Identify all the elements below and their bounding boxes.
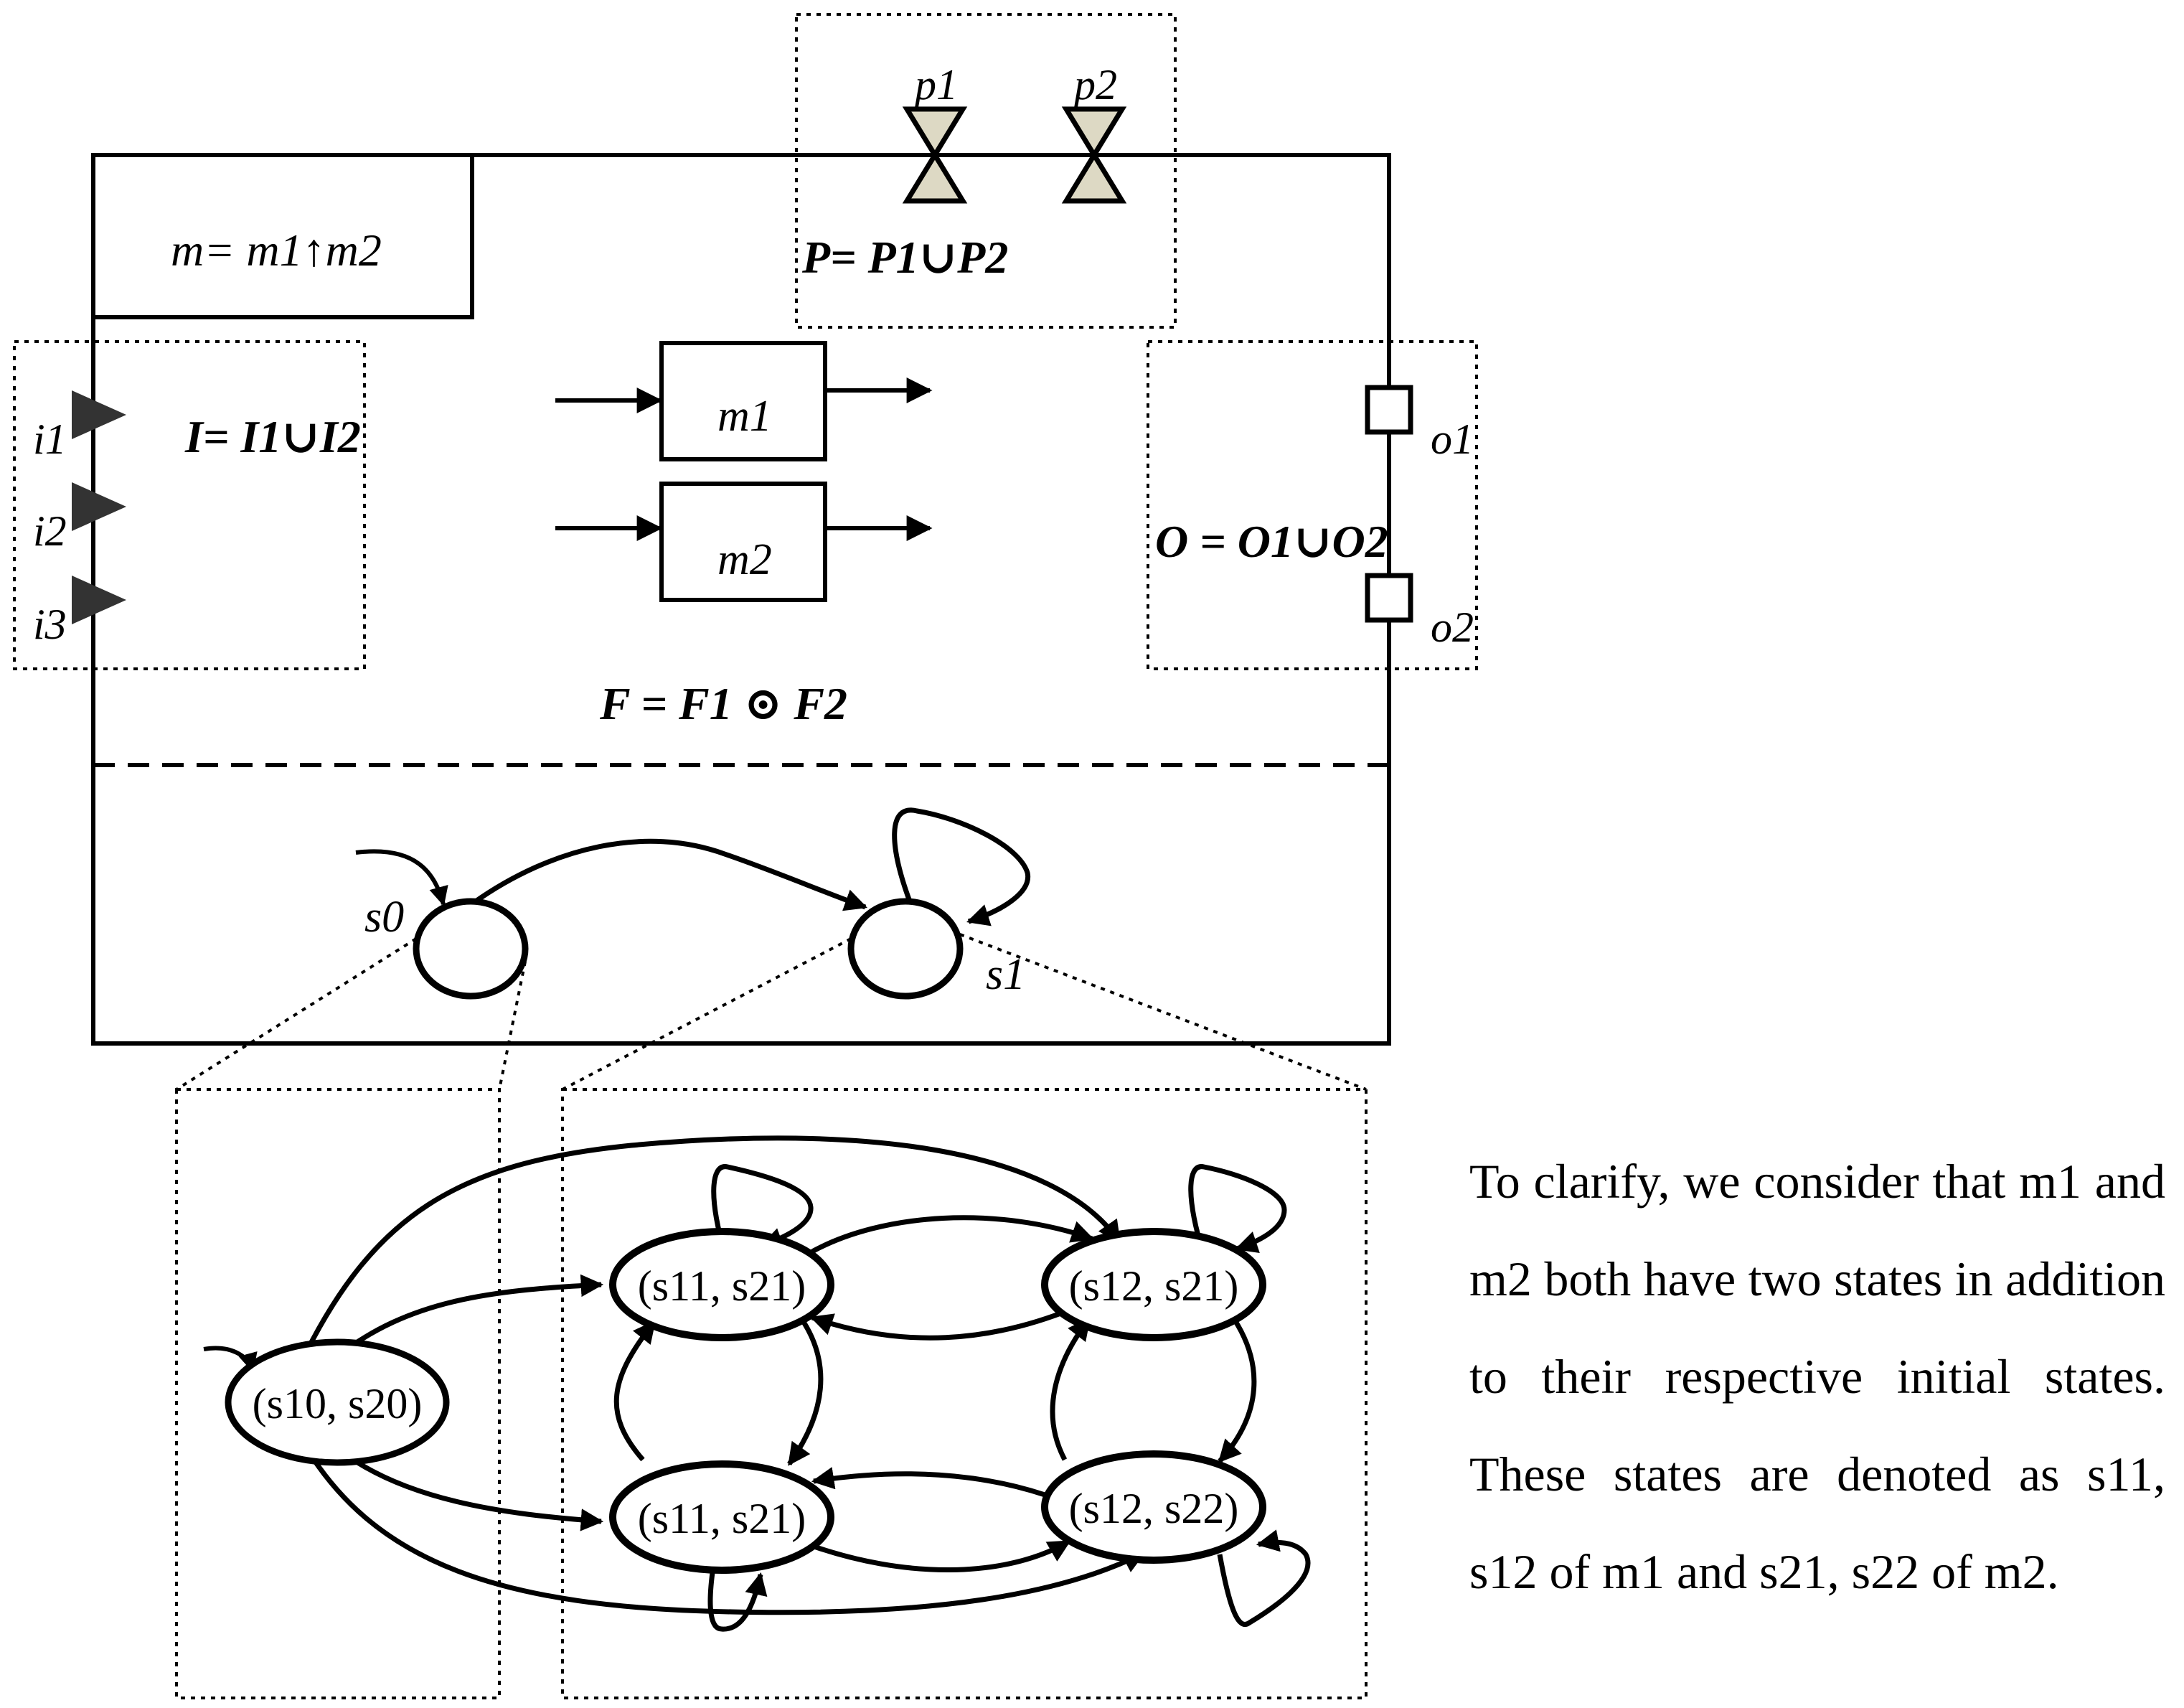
node-label: (s12, s21) <box>1069 1262 1239 1310</box>
submodule-m2: m2 <box>555 482 933 602</box>
parameter-port-label: p1 <box>912 61 958 108</box>
state-s0 <box>413 898 529 1000</box>
node-label: (s11, s21) <box>638 1495 806 1542</box>
output-port-label: o1 <box>1431 416 1474 463</box>
transition-b-d <box>1218 1318 1257 1463</box>
transition-s0-s1 <box>471 838 867 911</box>
input-port-label: i1 <box>33 416 67 463</box>
transition-c-d <box>806 1539 1071 1572</box>
expansion-guide <box>959 933 1367 1091</box>
explanatory-note: To clarify, we consider that m1 and m2 b… <box>1469 1154 2165 1599</box>
node-label: (s11, s21) <box>638 1262 806 1310</box>
submodule-m1: m1 <box>555 341 933 461</box>
expansion-box-s0 <box>175 1088 501 1699</box>
transition-bottom-arc <box>298 1438 1146 1615</box>
input-port-label: i2 <box>33 507 67 555</box>
parameter-port-p2: p2 <box>1061 61 1127 204</box>
parameter-region <box>795 13 1177 329</box>
transition-top-arc <box>297 1135 1121 1366</box>
parameter-port-label: p2 <box>1071 61 1117 108</box>
submodule-label: m2 <box>717 535 772 584</box>
output-port-o2 <box>1365 573 1413 623</box>
node-s11-s21-top: (s11, s21) <box>609 1228 834 1341</box>
outputs-label: O = O1∪O2 <box>1155 516 1388 567</box>
initial-arrow-s0 <box>355 849 448 906</box>
self-loop-s1 <box>892 807 1031 926</box>
submodule-label: m1 <box>717 392 772 441</box>
expansion-guide <box>175 937 418 1091</box>
ports-label: P= P1∪P2 <box>801 232 1008 283</box>
node-label: (s12, s22) <box>1069 1485 1239 1532</box>
node-s11-s21-bottom: (s11, s21) <box>609 1460 834 1574</box>
transition-b-a <box>810 1306 1073 1341</box>
input-port-i3 <box>72 576 126 624</box>
input-port-i2 <box>72 482 126 531</box>
input-region <box>13 340 366 670</box>
node-s12-s21: (s12, s21) <box>1041 1228 1266 1341</box>
node-label: (s10, s20) <box>253 1380 423 1427</box>
transition-d-c <box>811 1467 1060 1503</box>
state-label: s0 <box>364 893 404 942</box>
output-region <box>1147 340 1478 670</box>
self-loop-b <box>1188 1164 1287 1253</box>
transition-s10s20-s11s21b <box>335 1446 604 1531</box>
expansion-guide <box>562 937 852 1091</box>
composition-label-box <box>91 153 474 319</box>
expanded-transitions <box>203 1135 1311 1632</box>
parameter-port-p1: p1 <box>902 61 968 204</box>
self-loop-c <box>707 1567 768 1632</box>
composition-label: m= m1↑m2 <box>171 225 382 276</box>
transition-a-b <box>811 1215 1094 1254</box>
state-s1 <box>847 898 964 1000</box>
self-loop-a <box>711 1164 814 1253</box>
expansion-guide <box>498 961 527 1090</box>
node-initial: (s10, s20) <box>225 1338 450 1466</box>
output-port-label: o2 <box>1431 604 1474 651</box>
transition-d-b <box>1050 1317 1091 1461</box>
input-port-i1 <box>72 390 126 439</box>
transition-c-a <box>613 1320 656 1462</box>
node-s12-s22: (s12, s22) <box>1041 1450 1266 1564</box>
transition-s10s20-s11s21 <box>335 1274 604 1359</box>
transition-a-c <box>787 1316 824 1466</box>
self-loop-d <box>1217 1529 1311 1627</box>
expansion-box-s1 <box>561 1088 1368 1699</box>
function-label: F = F1 ⊙ F2 <box>599 678 847 729</box>
input-port-label: i3 <box>33 601 67 648</box>
inputs-label: I= I1∪I2 <box>184 411 361 462</box>
output-port-o1 <box>1365 385 1413 435</box>
